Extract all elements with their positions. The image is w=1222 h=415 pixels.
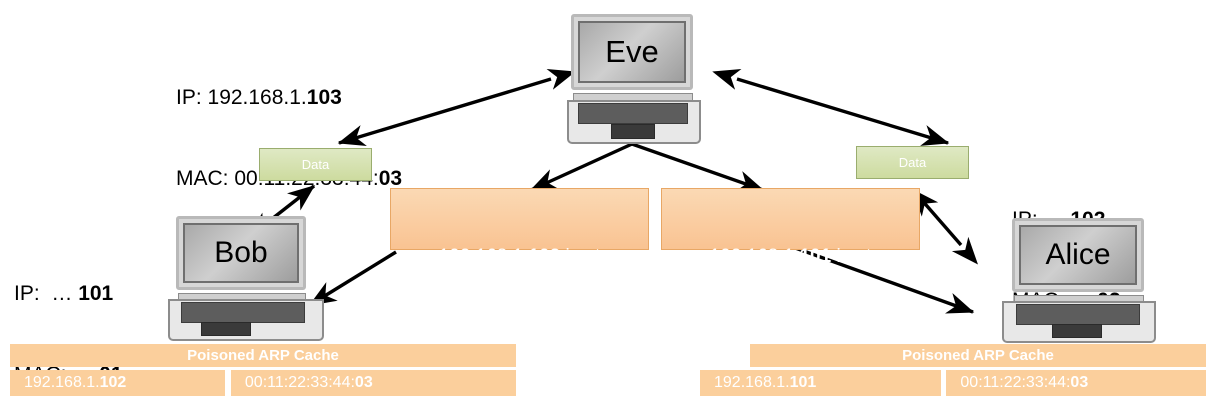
eve-ip-prefix: IP: 192.168.1.	[176, 86, 307, 109]
spoof-message-to-alice: 192.168.1.101 is at 00:11:22:33:44:03	[661, 188, 920, 342]
spoof-bob-line1: 192.168.1.102 is at	[391, 244, 648, 269]
arrow-eve-to-spoof-alice	[631, 142, 765, 192]
alice-screen: Alice	[1019, 225, 1137, 285]
data-box-left-label: Data	[301, 157, 330, 172]
arp-cache-alice-ip-cell: 192.168.1.101	[700, 370, 941, 396]
laptop-eve: Eve	[567, 14, 701, 144]
spoof-bob-ip-prefix: 192.168.1.	[438, 246, 529, 267]
arp-cache-bob: Poisoned ARP Cache 192.168.1.102 00:11:2…	[10, 344, 517, 396]
spoof-bob-mac-prefix: 00:11:22:33:44:	[443, 321, 575, 342]
arp-cache-alice-header: Poisoned ARP Cache	[750, 344, 1206, 367]
spoof-message-to-bob: 192.168.1.102 is at 00:11:22:33:44:03	[390, 188, 649, 342]
spoof-bob-is-at: is at	[560, 246, 601, 267]
arp-cache-bob-mac-octet: 03	[354, 374, 373, 391]
arp-cache-alice-mac-octet: 03	[1070, 374, 1089, 391]
eve-keyboard	[578, 103, 688, 124]
arrow-eve-to-spoof-bob	[529, 142, 633, 192]
spoof-alice-line1: 192.168.1.101 is at	[662, 244, 919, 269]
arp-cache-bob-header: Poisoned ARP Cache	[10, 344, 516, 367]
alice-lid: Alice	[1012, 218, 1144, 292]
bob-trackpad	[201, 322, 251, 336]
eve-ip-octet: 103	[306, 86, 342, 109]
laptop-bob: Bob	[168, 216, 324, 341]
data-box-right-label: Data	[898, 155, 927, 170]
arrow-spoof-to-bob	[308, 250, 397, 307]
spoof-alice-mac-prefix: 00:11:22:33:44:	[714, 321, 846, 342]
bob-ip-line: IP: … 101	[14, 280, 123, 307]
data-box-right: Data	[856, 146, 969, 179]
bob-ip-octet: 101	[78, 282, 114, 305]
arp-cache-alice-ip-prefix: 192.168.1.	[714, 374, 790, 391]
arp-cache-bob-row: 192.168.1.102 00:11:22:33:44:03	[10, 370, 517, 396]
eve-trackpad	[611, 124, 655, 139]
eve-mac-octet: 03	[378, 167, 403, 190]
eve-lid: Eve	[571, 14, 693, 90]
eve-screen: Eve	[578, 21, 686, 83]
alice-keyboard	[1016, 304, 1140, 325]
arrow-eve-to-alice-data	[712, 68, 950, 146]
spoof-alice-ip-prefix: 192.168.1.	[709, 246, 800, 267]
spoof-alice-mac-octet: 03	[845, 321, 867, 342]
bob-screen: Bob	[183, 223, 299, 283]
bob-keyboard	[181, 302, 305, 323]
spoof-alice-line2: 00:11:22:33:44:03	[662, 319, 919, 344]
eve-screen-name: Eve	[605, 34, 659, 69]
arp-cache-alice-row: 192.168.1.101 00:11:22:33:44:03	[700, 370, 1206, 396]
arp-cache-bob-ip-octet: 102	[99, 374, 127, 391]
arp-cache-bob-ip-prefix: 192.168.1.	[24, 374, 100, 391]
arp-cache-alice: Poisoned ARP Cache 192.168.1.101 00:11:2…	[700, 344, 1206, 396]
spoof-bob-ip-octet: 102	[528, 246, 561, 267]
bob-lid: Bob	[176, 216, 306, 290]
spoof-alice-ip-octet: 101	[799, 246, 832, 267]
data-box-left: Data	[259, 148, 372, 181]
eve-address-label: IP: 192.168.1.103 MAC: 00:11:22:33:44:03	[176, 30, 402, 246]
arp-cache-alice-mac-prefix: 00:11:22:33:44:	[960, 374, 1071, 391]
arp-cache-bob-mac-cell: 00:11:22:33:44:03	[230, 370, 517, 396]
arp-cache-alice-mac-cell: 00:11:22:33:44:03	[946, 370, 1206, 396]
spoof-bob-mac-octet: 03	[574, 321, 596, 342]
arp-cache-bob-ip-cell: 192.168.1.102	[10, 370, 226, 396]
bob-ip-prefix: IP: …	[14, 282, 79, 305]
alice-screen-name: Alice	[1045, 238, 1111, 271]
spoof-bob-line2: 00:11:22:33:44:03	[391, 319, 648, 344]
bob-screen-name: Bob	[214, 236, 268, 269]
arp-cache-alice-ip-octet: 101	[789, 374, 817, 391]
arp-cache-bob-mac-prefix: 00:11:22:33:44:	[244, 374, 355, 391]
alice-trackpad	[1052, 324, 1102, 338]
eve-ip-line: IP: 192.168.1.103	[176, 84, 402, 111]
spoof-alice-is-at: is at	[831, 246, 872, 267]
arrow-alice-to-data-box	[911, 188, 978, 265]
laptop-alice: Alice	[1002, 218, 1156, 343]
